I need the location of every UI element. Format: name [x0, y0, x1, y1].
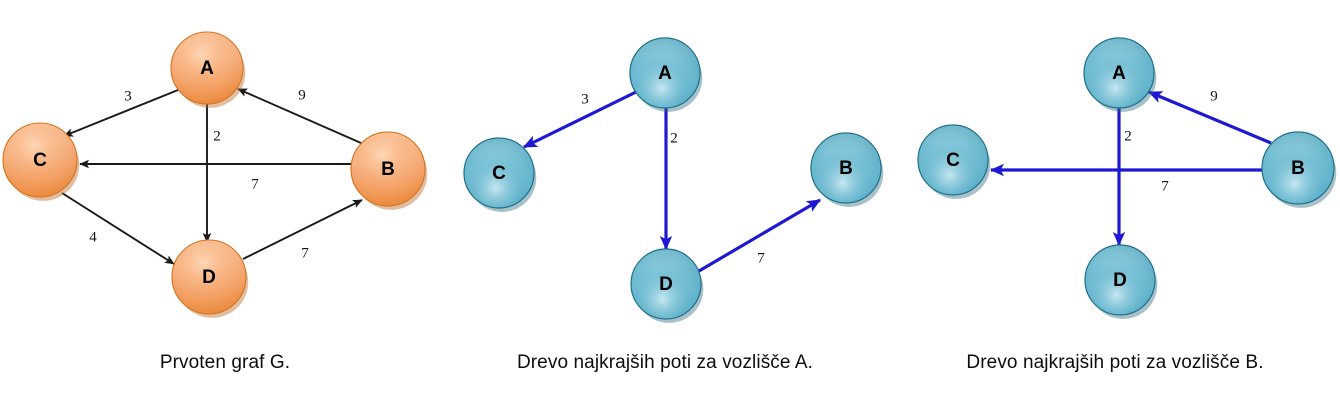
- edge-line: [63, 89, 179, 137]
- node-highlight: [1084, 38, 1154, 108]
- edge-weight-label: 4: [89, 229, 97, 245]
- edge-C-to-D: 4: [61, 192, 175, 265]
- edge-layer: 3 2 7: [522, 90, 821, 273]
- node-highlight: [630, 38, 700, 108]
- node-label-C: C: [492, 163, 506, 184]
- node-label-D: D: [202, 267, 216, 288]
- edge-layer: 9 2 7: [989, 88, 1272, 247]
- edge-weight-label: 3: [581, 91, 589, 107]
- node-layer: A C B D: [463, 37, 884, 323]
- node-label-B: B: [839, 158, 853, 179]
- node-label-A: A: [200, 58, 214, 79]
- graph-node-D[interactable]: D: [1084, 244, 1158, 319]
- edge-weight-label: 2: [213, 128, 221, 144]
- node-highlight: [1085, 245, 1155, 315]
- edge-line: [522, 90, 637, 149]
- edge-weight-label: 2: [670, 130, 678, 146]
- graph-node-D[interactable]: D: [630, 248, 704, 323]
- node-highlight: [3, 123, 77, 197]
- graph-node-C[interactable]: C: [463, 137, 537, 212]
- graph-caption-tree-b: Drevo najkrajših poti za vozlišče B.: [966, 352, 1264, 373]
- node-highlight: [811, 133, 881, 203]
- graph-node-A[interactable]: A: [170, 31, 246, 108]
- edge-B-to-C: 7: [79, 159, 352, 192]
- graph-node-A[interactable]: A: [629, 37, 703, 112]
- node-label-D: D: [1113, 270, 1127, 291]
- graph-node-C[interactable]: C: [2, 122, 80, 201]
- edge-line: [237, 88, 362, 144]
- edge-weight-label: 7: [301, 245, 309, 261]
- node-label-A: A: [658, 63, 672, 84]
- node-label-D: D: [659, 274, 673, 295]
- graph-caption-tree-a: Drevo najkrajših poti za vozlišče A.: [516, 352, 814, 373]
- edge-layer: 3 9 2 7 4 7: [61, 87, 363, 265]
- edge-weight-label: 9: [298, 87, 306, 103]
- graph-canvas-tree-b: 9 2 7 A C B D: [917, 37, 1337, 319]
- edge-weight-label: 3: [124, 88, 132, 104]
- graph-node-D[interactable]: D: [171, 239, 249, 318]
- node-highlight: [631, 249, 701, 319]
- node-highlight: [1262, 132, 1334, 204]
- node-label-B: B: [1291, 158, 1305, 179]
- edge-B-to-C: 7: [989, 163, 1263, 194]
- edge-D-to-B: 7: [698, 198, 821, 273]
- edge-weight-label: 9: [1210, 88, 1218, 104]
- graph-canvas-original: 3 9 2 7 4 7 A C B D: [2, 31, 428, 318]
- edge-A-to-D: 2: [202, 103, 221, 243]
- edge-A-to-C: 3: [63, 88, 179, 137]
- edge-A-to-D: 2: [659, 108, 678, 251]
- node-label-A: A: [1112, 63, 1126, 84]
- graph-caption-original: Prvoten graf G.: [159, 352, 291, 373]
- node-highlight: [918, 125, 988, 195]
- node-layer: A C B D: [917, 37, 1337, 319]
- graph-node-B[interactable]: B: [1261, 131, 1337, 208]
- node-label-C: C: [946, 150, 960, 171]
- graph-panel-original: 3 9 2 7 4 7 A C B D Prvoten graf G.: [0, 0, 450, 405]
- graph-node-B[interactable]: B: [810, 132, 884, 207]
- edge-A-to-C: 3: [522, 90, 637, 149]
- graph-node-A[interactable]: A: [1083, 37, 1157, 112]
- graph-panel-tree-b: 9 2 7 A C B D Drevo najkrajših poti za vozlišče…: [890, 0, 1340, 405]
- edge-line: [242, 199, 363, 260]
- node-highlight: [172, 240, 246, 314]
- node-label-C: C: [33, 150, 47, 171]
- node-highlight: [171, 32, 243, 104]
- graph-panel-tree-a: 3 2 7 A C B D Drevo najkrajših poti za vozlišče…: [440, 0, 890, 405]
- graph-node-B[interactable]: B: [350, 131, 428, 210]
- edge-weight-label: 7: [1161, 178, 1169, 194]
- edge-line: [1147, 90, 1272, 145]
- graph-canvas-tree-a: 3 2 7 A C B D: [463, 37, 884, 323]
- edge-D-to-B: 7: [242, 199, 363, 261]
- edge-B-to-A: 9: [1147, 88, 1272, 145]
- node-highlight: [351, 132, 425, 206]
- edge-line: [61, 192, 175, 265]
- edge-B-to-A: 9: [237, 87, 362, 144]
- edge-weight-label: 2: [1124, 128, 1132, 144]
- edge-weight-label: 7: [251, 176, 259, 192]
- node-layer: A C B D: [2, 31, 428, 318]
- edge-line: [698, 198, 821, 273]
- edge-A-to-D: 2: [1112, 108, 1132, 247]
- node-label-B: B: [381, 159, 395, 180]
- graph-node-C[interactable]: C: [917, 124, 991, 199]
- edge-weight-label: 7: [757, 250, 765, 266]
- node-highlight: [464, 138, 534, 208]
